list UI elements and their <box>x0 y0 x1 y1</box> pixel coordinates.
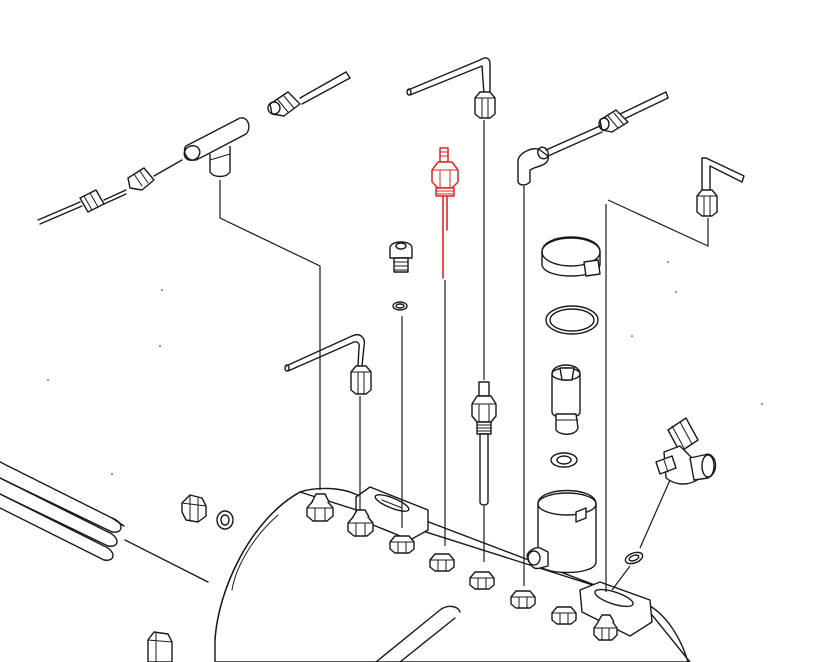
heating-element <box>0 461 209 583</box>
o-ring-right <box>624 551 644 565</box>
elbow-fitting <box>517 146 549 186</box>
boiler-nut-3 <box>389 535 415 554</box>
boiler-nut-1 <box>306 493 334 522</box>
pipe-nut-top-center <box>474 91 496 119</box>
capillary-tube-left <box>37 201 83 225</box>
boiler-nut-2 <box>347 509 374 537</box>
leader-line-o-ring-right <box>611 565 631 591</box>
bent-pipe-right <box>701 157 745 193</box>
pipe-top-right <box>619 91 669 121</box>
pipe-top-left <box>299 71 351 105</box>
drain-fitting <box>181 494 234 530</box>
bent-pipe-center <box>284 334 366 372</box>
thermowell-fitting <box>471 381 497 506</box>
compression-nut-left <box>79 189 127 213</box>
tee-fitting <box>183 117 250 178</box>
pipe-nut-center <box>350 365 372 395</box>
bent-pipe-top-center <box>406 57 491 96</box>
boiler-nut-4 <box>429 553 455 572</box>
angle-valve <box>655 417 717 485</box>
pipe-nut-right <box>696 189 718 217</box>
boiler-nut-5 <box>469 571 495 590</box>
temperature-sensor-probe <box>431 147 459 279</box>
union-nut-top-left <box>267 91 301 117</box>
leader-line-angle-valve <box>639 479 671 549</box>
boiler-nut-7 <box>551 606 577 625</box>
drawing-dots <box>47 261 763 475</box>
ferrule-fitting <box>127 159 183 191</box>
cap <box>541 236 601 277</box>
cylinder-housing <box>526 489 597 574</box>
boiler-nut-8 <box>593 614 618 641</box>
valve-body <box>551 364 581 435</box>
boiler-tank <box>214 487 691 662</box>
o-ring-small <box>392 301 408 311</box>
leader-line-right-pipe <box>607 199 709 247</box>
boiler-nut-6 <box>510 590 536 609</box>
washer <box>550 452 578 468</box>
gasket-ring <box>545 305 599 335</box>
bottom-left-nut <box>147 631 173 662</box>
boiler-flange-right <box>579 581 653 637</box>
leader-line-tee <box>219 180 321 490</box>
union-nut-top-right <box>545 109 629 157</box>
plug-screw <box>389 241 413 273</box>
